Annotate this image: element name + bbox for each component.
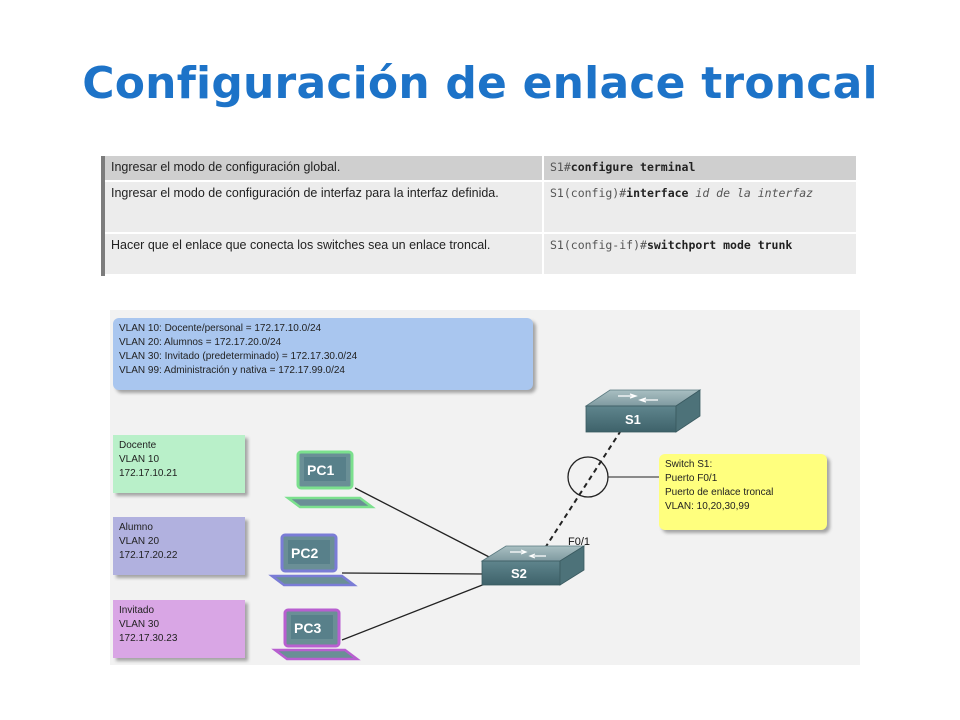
- host-info-pc2: Alumno VLAN 20 172.17.20.22: [113, 517, 245, 575]
- switch-s1-label: S1: [625, 412, 641, 427]
- switch-s2-label: S2: [511, 566, 527, 581]
- table-row: Ingresar el modo de configuración de int…: [103, 181, 858, 234]
- link-pc1-s2: [354, 487, 496, 561]
- cli-command: switchport mode trunk: [646, 238, 793, 252]
- vlan-entry: VLAN 99: Administración y nativa = 172.1…: [119, 365, 345, 376]
- cli-prompt: S1#: [550, 160, 571, 174]
- host-role: Docente: [119, 440, 157, 451]
- switch-s2-icon: [480, 545, 586, 586]
- cli-prompt: S1(config)#: [550, 186, 627, 200]
- command-syntax: S1(config)#interface id de la interfaz: [543, 181, 858, 234]
- host-vlan: VLAN 30: [119, 619, 160, 630]
- callout-line: VLAN: 10,20,30,99: [665, 501, 750, 512]
- cli-command: interface: [626, 186, 689, 200]
- command-description: Ingresar el modo de configuración de int…: [103, 181, 544, 234]
- pc3-icon: [271, 608, 361, 661]
- pc2-label: PC2: [291, 545, 318, 561]
- vlan-entry: VLAN 10: Docente/personal = 172.17.10.0/…: [119, 323, 322, 334]
- command-syntax: S1#configure terminal: [543, 156, 858, 182]
- pc3-label: PC3: [294, 620, 321, 636]
- callout-line: Switch S1:: [665, 459, 713, 470]
- cli-prompt: S1(config-if)#: [550, 238, 647, 252]
- callout-line: Puerto F0/1: [665, 473, 718, 484]
- topology-drawing: S1 S2 PC1 PC2 PC3 F0/1: [268, 389, 702, 661]
- vlan-list-box: VLAN 10: Docente/personal = 172.17.10.0/…: [113, 318, 533, 390]
- command-description: Ingresar el modo de configuración global…: [103, 156, 544, 182]
- command-description: Hacer que el enlace que conecta los swit…: [103, 233, 544, 276]
- commands-table: Ingresar el modo de configuración global…: [101, 156, 858, 276]
- command-syntax: S1(config-if)#switchport mode trunk: [543, 233, 858, 276]
- table-row: Hacer que el enlace que conecta los swit…: [103, 233, 858, 276]
- host-info-pc1: Docente VLAN 10 172.17.10.21: [113, 435, 245, 493]
- host-role: Invitado: [119, 605, 155, 616]
- host-ip: 172.17.30.23: [119, 633, 178, 644]
- host-ip: 172.17.20.22: [119, 550, 178, 561]
- pc2-icon: [268, 533, 358, 587]
- switch-callout: Switch S1: Puerto F0/1 Puerto de enlace …: [659, 454, 827, 530]
- table-row: Ingresar el modo de configuración global…: [103, 156, 858, 182]
- network-diagram: S1 S2 PC1 PC2 PC3 F0/1 VLAN 10: Docente/…: [110, 310, 860, 665]
- link-pc3-s2: [341, 581, 491, 641]
- host-ip: 172.17.10.21: [119, 468, 178, 479]
- trunk-highlight-circle: [567, 456, 609, 498]
- cli-command: configure terminal: [570, 160, 696, 174]
- pc1-label: PC1: [307, 462, 334, 478]
- page-title: Configuración de enlace troncal: [82, 58, 878, 109]
- host-info-pc3: Invitado VLAN 30 172.17.30.23: [113, 600, 245, 658]
- host-vlan: VLAN 10: [119, 454, 160, 465]
- callout-line: Puerto de enlace troncal: [665, 487, 774, 498]
- vlan-entry: VLAN 20: Alumnos = 172.17.20.0/24: [119, 337, 282, 348]
- link-pc2-s2: [341, 572, 486, 575]
- pc1-icon: [284, 450, 376, 509]
- host-role: Alumno: [119, 522, 153, 533]
- vlan-entry: VLAN 30: Invitado (predeterminado) = 172…: [119, 351, 358, 362]
- switch-s1-icon: [584, 389, 702, 433]
- cli-argument: id de la interfaz: [688, 186, 814, 200]
- host-vlan: VLAN 20: [119, 536, 160, 547]
- port-label: F0/1: [568, 536, 590, 548]
- trunk-link: [544, 431, 621, 549]
